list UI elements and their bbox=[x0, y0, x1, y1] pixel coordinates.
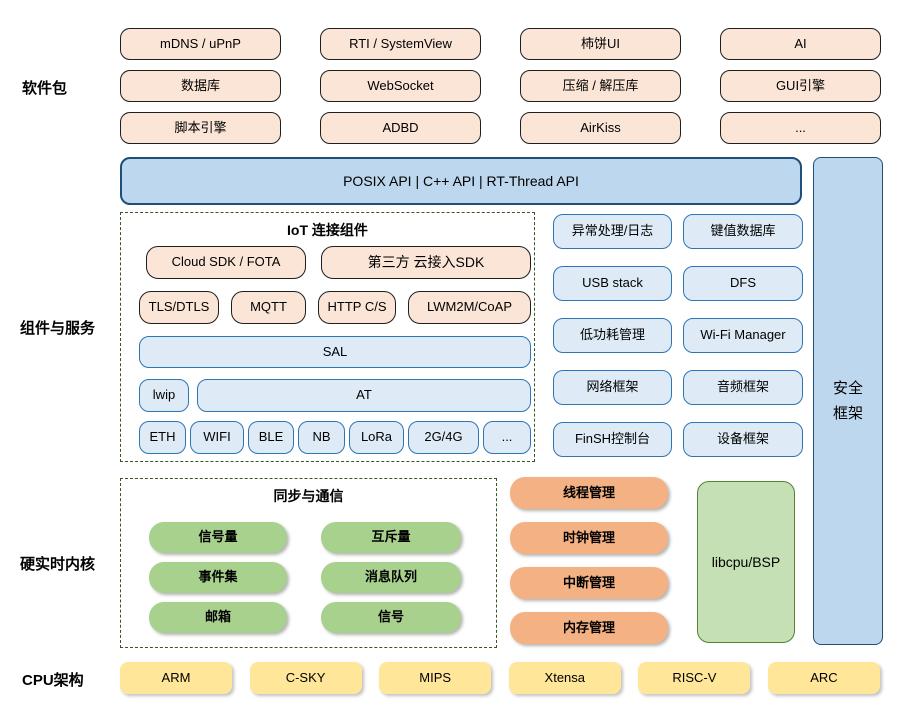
package-box: AI bbox=[720, 28, 881, 60]
third-party-sdk-box: 第三方 云接入SDK bbox=[321, 246, 531, 279]
kernel-pill: 时钟管理 bbox=[510, 522, 668, 554]
package-box: RTI / SystemView bbox=[320, 28, 481, 60]
package-box: ... bbox=[720, 112, 881, 144]
section-label-components: 组件与服务 bbox=[20, 320, 96, 337]
cpu-arch-box: MIPS bbox=[379, 662, 492, 694]
sync-pill: 信号 bbox=[321, 602, 461, 633]
lwip-box: lwip bbox=[139, 379, 189, 412]
sync-pill: 互斥量 bbox=[321, 522, 461, 553]
security-frame: 安全 框架 bbox=[813, 157, 883, 645]
package-box: ADBD bbox=[320, 112, 481, 144]
package-box: WebSocket bbox=[320, 70, 481, 102]
cpu-arch-box: Xtensa bbox=[508, 662, 621, 694]
iot-group-title: IoT 连接组件 bbox=[287, 222, 368, 238]
link-box: 2G/4G bbox=[408, 421, 479, 454]
service-box: FinSH控制台 bbox=[553, 422, 672, 457]
package-box: AirKiss bbox=[520, 112, 681, 144]
kernel-pill: 内存管理 bbox=[510, 612, 668, 644]
sync-pill: 消息队列 bbox=[321, 562, 461, 593]
api-bar: POSIX API | C++ API | RT-Thread API bbox=[120, 157, 802, 205]
protocol-box: MQTT bbox=[231, 291, 306, 324]
section-label-packages: 软件包 bbox=[22, 80, 68, 97]
package-box: GUI引擎 bbox=[720, 70, 881, 102]
service-box: Wi-Fi Manager bbox=[683, 318, 803, 353]
protocol-box: TLS/DTLS bbox=[139, 291, 219, 324]
cpu-arch-box: ARC bbox=[767, 662, 880, 694]
cloud-sdk-box: Cloud SDK / FOTA bbox=[146, 246, 306, 279]
section-label-cpu: CPU架构 bbox=[22, 672, 84, 689]
cpu-arch-box: C-SKY bbox=[249, 662, 362, 694]
service-box: 低功耗管理 bbox=[553, 318, 672, 353]
cpu-arch-row: ARM C-SKY MIPS Xtensa RISC-V ARC bbox=[120, 662, 880, 694]
sync-pill: 事件集 bbox=[149, 562, 287, 593]
package-box: 数据库 bbox=[120, 70, 281, 102]
package-box: 柿饼UI bbox=[520, 28, 681, 60]
kernel-pill: 线程管理 bbox=[510, 477, 668, 509]
package-box: mDNS / uPnP bbox=[120, 28, 281, 60]
service-box: 键值数据库 bbox=[683, 214, 803, 249]
package-box: 压缩 / 解压库 bbox=[520, 70, 681, 102]
link-box: BLE bbox=[248, 421, 294, 454]
link-box: ... bbox=[483, 421, 531, 454]
libcpu-bsp-box: libcpu/BSP bbox=[697, 481, 795, 643]
link-box: ETH bbox=[139, 421, 186, 454]
services-grid: 异常处理/日志 键值数据库 USB stack DFS 低功耗管理 Wi-Fi … bbox=[553, 214, 803, 457]
cpu-arch-box: RISC-V bbox=[638, 662, 751, 694]
sync-group-title: 同步与通信 bbox=[273, 488, 344, 504]
protocol-box: HTTP C/S bbox=[318, 291, 396, 324]
service-box: 网络框架 bbox=[553, 370, 672, 405]
service-box: 设备框架 bbox=[683, 422, 803, 457]
sal-box: SAL bbox=[139, 336, 531, 368]
sync-pill: 信号量 bbox=[149, 522, 287, 553]
protocol-box: LWM2M/CoAP bbox=[408, 291, 531, 324]
iot-connection-group: IoT 连接组件 Cloud SDK / FOTA 第三方 云接入SDK TLS… bbox=[120, 212, 535, 462]
service-box: USB stack bbox=[553, 266, 672, 301]
link-box: WIFI bbox=[190, 421, 244, 454]
sync-communication-group: 同步与通信 信号量 互斥量 事件集 消息队列 邮箱 信号 bbox=[120, 478, 497, 648]
at-box: AT bbox=[197, 379, 531, 412]
service-box: 异常处理/日志 bbox=[553, 214, 672, 249]
link-box: NB bbox=[298, 421, 345, 454]
service-box: DFS bbox=[683, 266, 803, 301]
sync-pill: 邮箱 bbox=[149, 602, 287, 633]
kernel-pill: 中断管理 bbox=[510, 567, 668, 599]
service-box: 音频框架 bbox=[683, 370, 803, 405]
software-packages-grid: mDNS / uPnP RTI / SystemView 柿饼UI AI 数据库… bbox=[120, 28, 881, 144]
security-frame-label: 安全 框架 bbox=[832, 380, 863, 422]
package-box: 脚本引擎 bbox=[120, 112, 281, 144]
link-box: LoRa bbox=[349, 421, 404, 454]
cpu-arch-box: ARM bbox=[120, 662, 232, 694]
section-label-kernel: 硬实时内核 bbox=[20, 556, 96, 573]
